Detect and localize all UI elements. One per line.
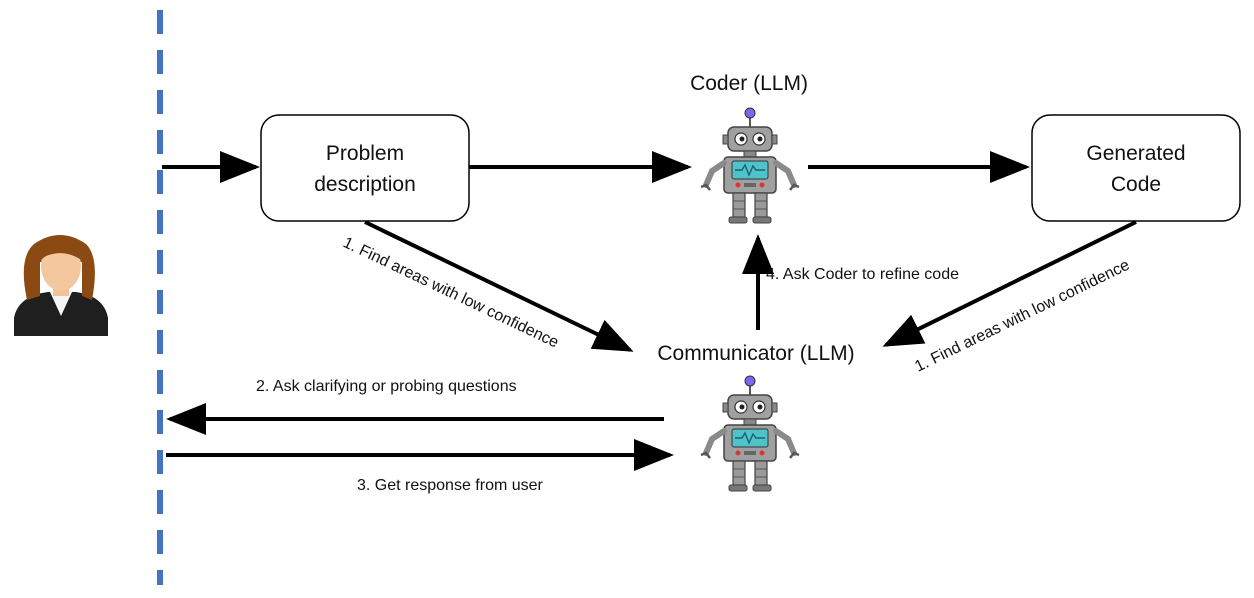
generated-code-line-1: Generated [1086,142,1185,165]
generated-code-box: Generated Code [1031,114,1241,222]
generated-code-line-2: Code [1111,173,1161,196]
label-ask-questions: 2. Ask clarifying or probing questions [256,378,517,395]
problem-description-line-2: description [314,173,416,196]
arrow-code-to-communicator [882,220,1137,347]
user-avatar-icon [14,235,108,336]
communicator-robot-icon [701,376,799,491]
label-ask-coder: 4. Ask Coder to refine code [766,266,959,283]
communicator-title: Communicator (LLM) [657,342,854,365]
coder-robot-icon [701,108,799,223]
label-find-areas-problem: 1. Find areas with low confidence [340,234,561,351]
coder-title: Coder (LLM) [690,72,808,95]
problem-description-box: Problem description [260,114,470,222]
problem-description-line-1: Problem [326,142,404,165]
arrow-problem-to-communicator [364,220,634,352]
label-get-response: 3. Get response from user [357,477,544,494]
